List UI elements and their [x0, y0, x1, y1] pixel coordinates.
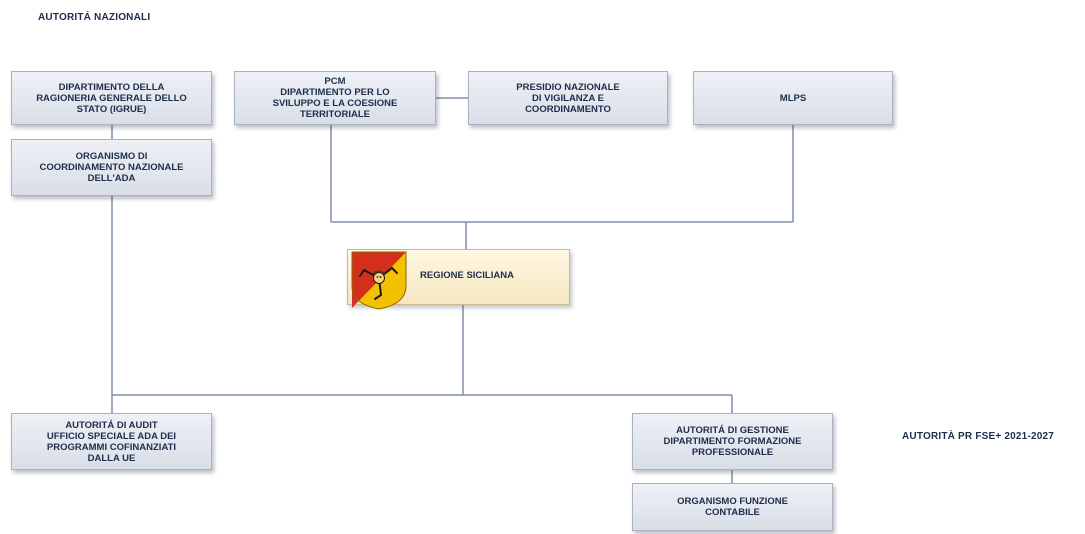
- box-autorita-audit-label: AUTORITÁ DI AUDIT UFFICIO SPECIALE ADA D…: [46, 419, 177, 464]
- box-presidio-nazionale: PRESIDIO NAZIONALE DI VIGILANZA E COORDI…: [468, 71, 668, 125]
- box-organismo-coordinamento-label: ORGANISMO DI COORDINAMENTO NAZIONALE DEL…: [39, 151, 184, 184]
- box-ragioneria-generale: DIPARTIMENTO DELLA RAGIONERIA GENERALE D…: [11, 71, 212, 125]
- box-autorita-gestione: AUTORITÁ DI GESTIONE DIPARTIMENTO FORMAZ…: [632, 413, 833, 470]
- regione-siciliana-label: REGIONE SICILIANA: [420, 270, 514, 281]
- heading-program-authorities: AUTORITÀ PR FSE+ 2021-2027: [902, 431, 1055, 442]
- box-organismo-funzione-contabile: ORGANISMO FUNZIONE CONTABILE: [632, 483, 833, 531]
- box-autorita-audit: AUTORITÁ DI AUDIT UFFICIO SPECIALE ADA D…: [11, 413, 212, 470]
- box-pcm-label: PCM DIPARTIMENTO PER LO SVILUPPO E LA CO…: [272, 76, 398, 120]
- trinacria-icon: [351, 251, 407, 310]
- box-regione-siciliana: REGIONE SICILIANA: [347, 249, 570, 310]
- box-mlps: MLPS: [693, 71, 893, 125]
- box-pcm: PCM DIPARTIMENTO PER LO SVILUPPO E LA CO…: [234, 71, 436, 125]
- box-presidio-nazionale-label: PRESIDIO NAZIONALE DI VIGILANZA E COORDI…: [516, 81, 620, 115]
- box-mlps-label: MLPS: [779, 92, 807, 104]
- box-ragioneria-generale-label: DIPARTIMENTO DELLA RAGIONERIA GENERALE D…: [36, 81, 187, 115]
- box-organismo-funzione-contabile-label: ORGANISMO FUNZIONE CONTABILE: [677, 496, 788, 518]
- box-organismo-coordinamento: ORGANISMO DI COORDINAMENTO NAZIONALE DEL…: [11, 139, 212, 196]
- heading-national-authorities: AUTORITÁ NAZIONALI: [38, 12, 151, 23]
- box-autorita-gestione-label: AUTORITÁ DI GESTIONE DIPARTIMENTO FORMAZ…: [663, 425, 802, 458]
